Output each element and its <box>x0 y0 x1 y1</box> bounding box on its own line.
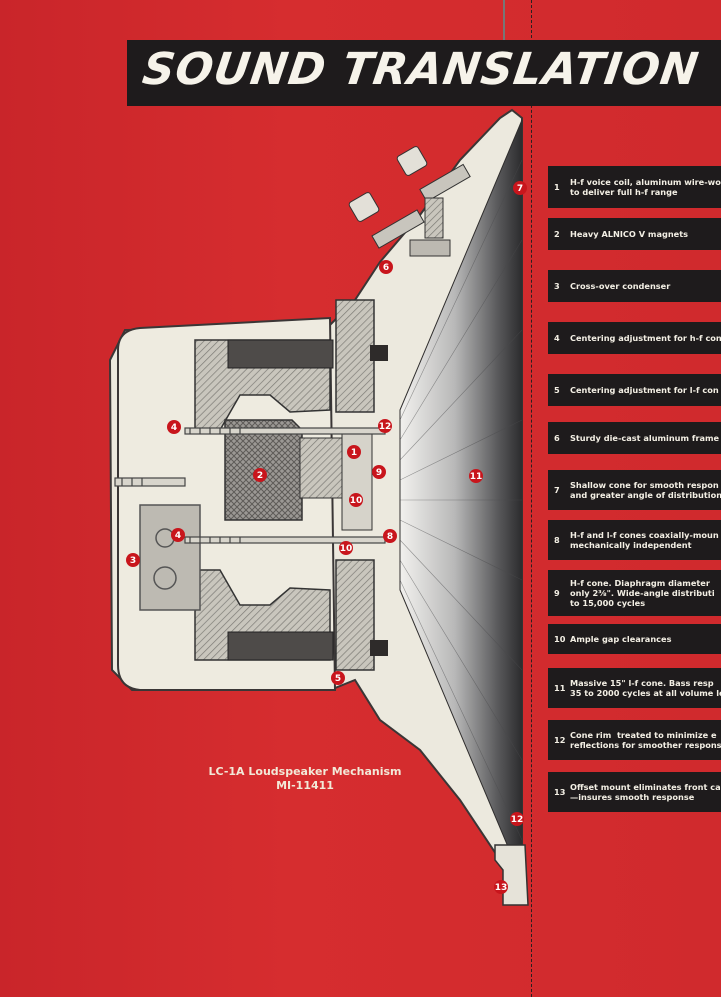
callout-badge: 1 <box>347 445 361 459</box>
feature-text: Centering adjustment for l-f con <box>570 385 719 395</box>
feature-item: 5 Centering adjustment for l-f con <box>548 374 721 406</box>
callout-badge: 10 <box>349 493 363 507</box>
crossover-condenser <box>139 504 201 611</box>
callout-badge: 6 <box>379 260 393 274</box>
edge-guide-line <box>503 0 505 40</box>
upper-pole-piece <box>227 339 334 369</box>
callout-badge: 5 <box>331 671 345 685</box>
callout-badge: 11 <box>469 469 483 483</box>
feature-number: 6 <box>554 433 560 443</box>
center-guide-line <box>531 0 532 997</box>
feature-item: 4 Centering adjustment for h-f con <box>548 322 721 354</box>
caption-part-number: MI-11411 <box>276 779 334 792</box>
callout-badge: 12 <box>510 812 524 826</box>
callout-badge: 10 <box>339 541 353 555</box>
svg-text:4: 4 <box>171 423 177 433</box>
caption-model-line: LC-1A Loudspeaker Mechanism <box>208 765 402 778</box>
terminal-posts <box>348 146 471 257</box>
svg-text:9: 9 <box>376 468 382 478</box>
feature-text: Heavy ALNICO V magnets <box>570 229 688 239</box>
callout-badge: 12 <box>378 419 392 433</box>
callout-badge: 7 <box>513 181 527 195</box>
feature-number: 4 <box>554 333 560 343</box>
feature-item: 12 Cone rim treated to minimize e reflec… <box>548 720 721 760</box>
mounting-bracket <box>494 844 529 906</box>
feature-item: 1 H-f voice coil, aluminum wire-wo to de… <box>548 166 721 208</box>
feature-text: Cone rim treated to minimize e reflectio… <box>570 730 721 750</box>
callout-badges: 1 2 3 4 4 5 6 7 8 9 10 10 11 12 12 13 <box>126 181 527 894</box>
svg-text:6: 6 <box>383 263 389 273</box>
feature-item: 8 H-f and l-f cones coaxially-moun mecha… <box>548 520 721 560</box>
voice-coil-gap <box>341 429 373 531</box>
svg-text:2: 2 <box>257 471 263 481</box>
feature-item: 11 Massive 15" l-f cone. Bass resp 35 to… <box>548 668 721 708</box>
cone-ribs <box>399 159 523 841</box>
feature-text: H-f cone. Diaphragm diameter only 2⅜". W… <box>570 578 715 608</box>
callout-badge: 9 <box>372 465 386 479</box>
title-banner <box>127 40 721 106</box>
feature-number: 7 <box>554 485 560 495</box>
feature-text: Offset mount eliminates front ca —insure… <box>570 782 721 802</box>
callout-badge: 8 <box>383 529 397 543</box>
feature-text: Sturdy die-cast aluminum frame <box>570 433 720 443</box>
svg-text:12: 12 <box>511 815 524 825</box>
callout-badge: 2 <box>253 468 267 482</box>
feature-number: 5 <box>554 385 560 395</box>
diagram-caption: LC-1A Loudspeaker Mechanism MI-11411 <box>190 765 420 793</box>
callout-badge: 13 <box>494 880 508 894</box>
feature-text: Centering adjustment for h-f con <box>570 333 721 343</box>
feature-number: 11 <box>554 683 566 693</box>
svg-text:7: 7 <box>517 184 523 194</box>
callout-badge: 3 <box>126 553 140 567</box>
svg-text:11: 11 <box>470 472 483 482</box>
svg-text:10: 10 <box>350 496 363 506</box>
feature-text: Shallow cone for smooth respon and great… <box>570 480 721 500</box>
feature-number: 10 <box>554 634 566 644</box>
feature-item: 13 Offset mount eliminates front ca —ins… <box>548 772 721 812</box>
svg-text:12: 12 <box>379 422 392 432</box>
svg-text:1: 1 <box>351 448 357 458</box>
feature-number: 13 <box>554 787 566 797</box>
svg-text:10: 10 <box>340 544 353 554</box>
feature-item: 9 H-f cone. Diaphragm diameter only 2⅜".… <box>548 570 721 616</box>
upper-insert <box>370 345 388 361</box>
feature-number: 9 <box>554 588 560 598</box>
feature-number: 3 <box>554 281 560 291</box>
feature-text: Massive 15" l-f cone. Bass resp 35 to 20… <box>570 678 721 698</box>
feature-number: 1 <box>554 182 560 192</box>
feature-item: 6 Sturdy die-cast aluminum frame <box>548 422 721 454</box>
feature-item: 10 Ample gap clearances <box>548 624 721 654</box>
feature-text: Ample gap clearances <box>570 634 672 644</box>
feature-text: H-f and l-f cones coaxially-moun mechani… <box>570 530 719 550</box>
feature-item: 2 Heavy ALNICO V magnets <box>548 218 721 250</box>
svg-text:13: 13 <box>495 883 508 893</box>
callout-badge: 4 <box>171 528 185 542</box>
feature-item: 7 Shallow cone for smooth respon and gre… <box>548 470 721 510</box>
feature-item: 3 Cross-over condenser <box>548 270 721 302</box>
feature-number: 2 <box>554 229 560 239</box>
svg-text:5: 5 <box>335 674 341 684</box>
callout-badge: 4 <box>167 420 181 434</box>
feature-text: Cross-over condenser <box>570 281 671 291</box>
feature-number: 8 <box>554 535 560 545</box>
feature-number: 12 <box>554 735 566 745</box>
right-lower-block <box>335 559 375 671</box>
right-upper-block <box>335 299 375 413</box>
svg-text:8: 8 <box>387 532 393 542</box>
svg-text:4: 4 <box>175 531 181 541</box>
svg-text:3: 3 <box>130 556 136 566</box>
feature-text: H-f voice coil, aluminum wire-wo to deli… <box>570 177 721 197</box>
lower-insert <box>370 640 388 656</box>
lower-pole-piece <box>227 631 334 661</box>
